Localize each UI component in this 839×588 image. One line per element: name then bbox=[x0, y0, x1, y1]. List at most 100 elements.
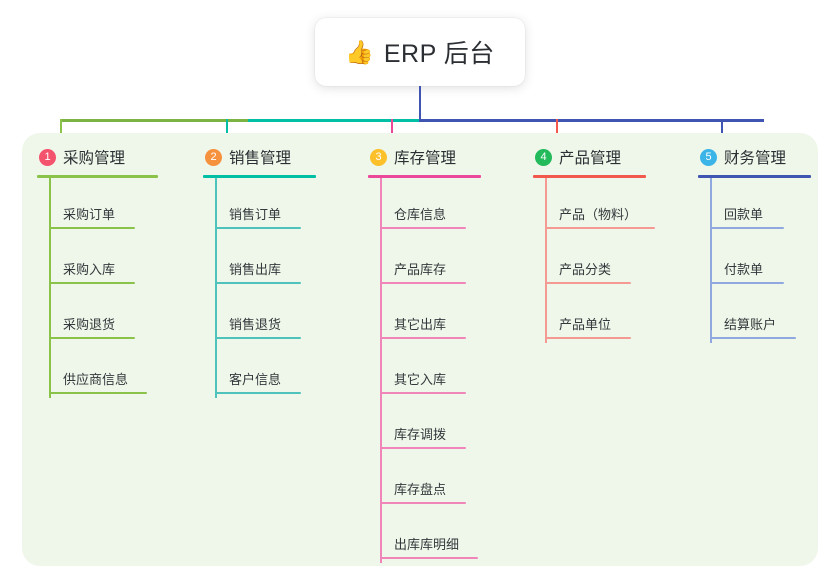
menu-item[interactable]: 出库库明细 bbox=[380, 508, 528, 563]
category-badge-1: 1 bbox=[39, 148, 56, 166]
category-column-1: 1 采购管理采购订单采购入库采购退货供应商信息 bbox=[37, 145, 187, 398]
menu-item-label: 结算账户 bbox=[724, 317, 777, 332]
menu-item-label: 其它入库 bbox=[394, 372, 447, 387]
category-title-1: 采购管理 bbox=[63, 150, 126, 167]
menu-item-label: 产品分类 bbox=[559, 262, 612, 277]
menu-item-label: 产品（物料） bbox=[559, 207, 638, 222]
drop-connector-1 bbox=[60, 119, 62, 146]
category-header-3[interactable]: 3 库存管理 bbox=[368, 145, 528, 169]
menu-item-underline bbox=[215, 227, 301, 229]
menu-item[interactable]: 付款单 bbox=[710, 233, 838, 288]
menu-item-label: 供应商信息 bbox=[63, 372, 129, 387]
menu-item[interactable]: 库存调拨 bbox=[380, 398, 528, 453]
category-items-5: 回款单付款单结算账户 bbox=[698, 178, 838, 343]
menu-item[interactable]: 其它出库 bbox=[380, 288, 528, 343]
menu-item[interactable]: 结算账户 bbox=[710, 288, 838, 343]
menu-item[interactable]: 产品单位 bbox=[545, 288, 693, 343]
category-items-2: 销售订单销售出库销售退货客户信息 bbox=[203, 178, 353, 398]
category-column-3: 3 库存管理仓库信息产品库存其它出库其它入库库存调拨库存盘点出库库明细 bbox=[368, 145, 528, 563]
menu-item-label: 产品库存 bbox=[394, 262, 447, 277]
menu-item-underline bbox=[380, 392, 466, 394]
menu-item-label: 客户信息 bbox=[229, 372, 282, 387]
category-column-2: 2 销售管理销售订单销售出库销售退货客户信息 bbox=[203, 145, 353, 398]
menu-item-underline bbox=[215, 282, 301, 284]
menu-item[interactable]: 客户信息 bbox=[215, 343, 353, 398]
menu-item-underline bbox=[380, 227, 466, 229]
menu-item-label: 销售出库 bbox=[229, 262, 282, 277]
root-node-content: 👍 ERP 后台 bbox=[345, 34, 495, 70]
category-underline-3 bbox=[368, 175, 481, 178]
menu-item[interactable]: 库存盘点 bbox=[380, 453, 528, 508]
item-spine-5 bbox=[710, 178, 712, 343]
category-header-2[interactable]: 2 销售管理 bbox=[203, 145, 353, 169]
root-stem-connector bbox=[419, 86, 421, 122]
drop-connector-2 bbox=[226, 119, 228, 146]
menu-item[interactable]: 产品（物料） bbox=[545, 178, 693, 233]
category-items-1: 采购订单采购入库采购退货供应商信息 bbox=[37, 178, 187, 398]
menu-item[interactable]: 仓库信息 bbox=[380, 178, 528, 233]
root-node-card[interactable]: 👍 ERP 后台 bbox=[315, 18, 525, 86]
category-underline-5 bbox=[698, 175, 811, 178]
menu-item-label: 产品单位 bbox=[559, 317, 612, 332]
item-spine-4 bbox=[545, 178, 547, 343]
menu-item-label: 采购入库 bbox=[63, 262, 116, 277]
bus-segment-green bbox=[60, 119, 248, 122]
menu-item-underline bbox=[380, 282, 466, 284]
drop-connector-3 bbox=[391, 119, 393, 146]
menu-item-underline bbox=[545, 337, 631, 339]
menu-item-underline bbox=[710, 227, 784, 229]
diagram-panel: 1 采购管理采购订单采购入库采购退货供应商信息 2 销售管理销售订单销售出库销售退货客… bbox=[22, 133, 818, 566]
menu-item-underline bbox=[49, 282, 135, 284]
category-items-4: 产品（物料） 产品分类产品单位 bbox=[533, 178, 693, 343]
menu-item[interactable]: 产品库存 bbox=[380, 233, 528, 288]
menu-item[interactable]: 销售出库 bbox=[215, 233, 353, 288]
item-spine-1 bbox=[49, 178, 51, 398]
bus-segment-blue bbox=[419, 119, 764, 122]
menu-item-label: 采购退货 bbox=[63, 317, 116, 332]
category-title-2: 销售管理 bbox=[229, 150, 292, 167]
menu-item-label: 销售退货 bbox=[229, 317, 282, 332]
menu-item-underline bbox=[710, 337, 796, 339]
menu-item-label: 采购订单 bbox=[63, 207, 116, 222]
item-spine-3 bbox=[380, 178, 382, 563]
menu-item-label: 库存调拨 bbox=[394, 427, 447, 442]
menu-item[interactable]: 销售订单 bbox=[215, 178, 353, 233]
menu-item-label: 销售订单 bbox=[229, 207, 282, 222]
category-badge-5: 5 bbox=[700, 148, 717, 166]
menu-item[interactable]: 回款单 bbox=[710, 178, 838, 233]
menu-item[interactable]: 产品分类 bbox=[545, 233, 693, 288]
category-items-3: 仓库信息产品库存其它出库其它入库库存调拨库存盘点出库库明细 bbox=[368, 178, 528, 563]
menu-item-underline bbox=[380, 557, 478, 559]
menu-item[interactable]: 采购入库 bbox=[49, 233, 187, 288]
category-badge-4: 4 bbox=[535, 148, 552, 166]
category-badge-3: 3 bbox=[370, 148, 387, 166]
category-underline-4 bbox=[533, 175, 646, 178]
category-underline-1 bbox=[37, 175, 158, 178]
category-badge-2: 2 bbox=[205, 148, 222, 166]
menu-item[interactable]: 采购订单 bbox=[49, 178, 187, 233]
menu-item[interactable]: 销售退货 bbox=[215, 288, 353, 343]
menu-item[interactable]: 采购退货 bbox=[49, 288, 187, 343]
menu-item[interactable]: 供应商信息 bbox=[49, 343, 187, 398]
menu-item-label: 付款单 bbox=[724, 262, 764, 277]
menu-item-label: 库存盘点 bbox=[394, 482, 447, 497]
menu-item-label: 其它出库 bbox=[394, 317, 447, 332]
category-title-3: 库存管理 bbox=[394, 150, 457, 167]
category-underline-2 bbox=[203, 175, 316, 178]
menu-item-underline bbox=[710, 282, 784, 284]
menu-item-underline bbox=[380, 502, 466, 504]
menu-item[interactable]: 其它入库 bbox=[380, 343, 528, 398]
menu-item-underline bbox=[49, 227, 135, 229]
bus-segment-teal bbox=[248, 119, 419, 122]
drop-connector-4 bbox=[556, 119, 558, 146]
menu-item-underline bbox=[380, 447, 466, 449]
category-header-1[interactable]: 1 采购管理 bbox=[37, 145, 187, 169]
drop-connector-5 bbox=[721, 119, 723, 146]
menu-item-underline bbox=[49, 392, 147, 394]
menu-item-label: 回款单 bbox=[724, 207, 764, 222]
menu-item-underline bbox=[380, 337, 466, 339]
